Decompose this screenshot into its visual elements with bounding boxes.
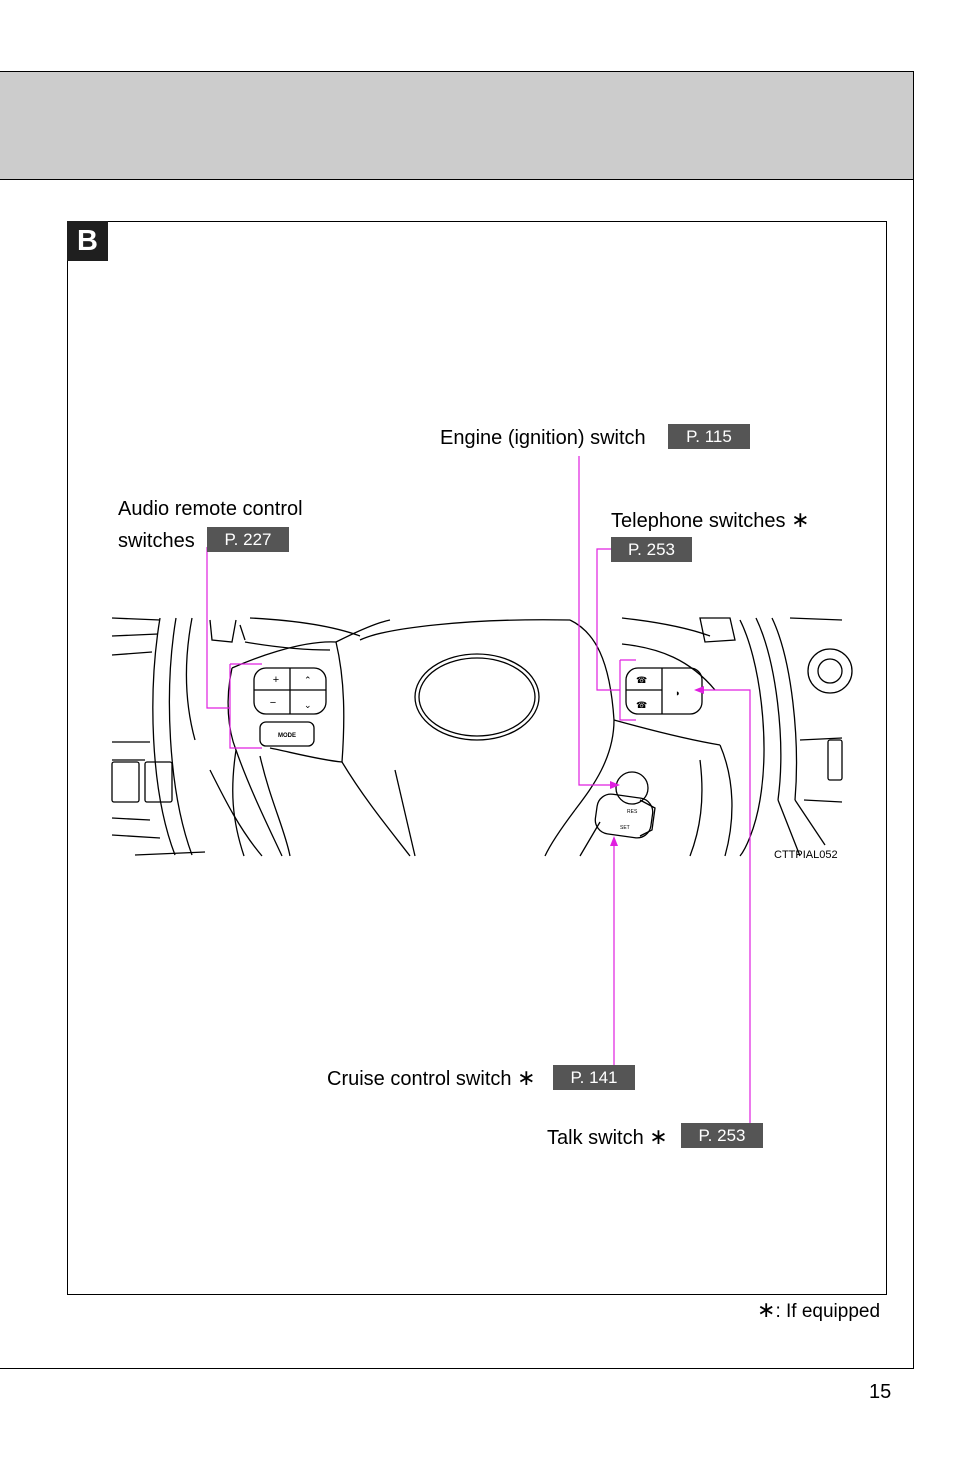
cruise-switch-label: Cruise control switch ∗ bbox=[327, 1066, 536, 1091]
telephone-if-equipped-mark: ∗ bbox=[791, 507, 810, 532]
cruise-if-equipped-mark: ∗ bbox=[517, 1065, 536, 1090]
footnote-text: : If equipped bbox=[775, 1301, 881, 1322]
telephone-switch-text: Telephone switches bbox=[611, 510, 786, 532]
section-badge: B bbox=[67, 221, 108, 261]
page-frame-right bbox=[913, 180, 914, 1369]
footnote-star: ∗ bbox=[757, 1297, 776, 1322]
talk-switch-page-ref[interactable]: P. 253 bbox=[681, 1123, 763, 1148]
engine-switch-page-ref[interactable]: P. 115 bbox=[668, 424, 750, 449]
telephone-switch-label: Telephone switches ∗ bbox=[611, 508, 810, 533]
diagram-code: CTTPIAL052 bbox=[774, 849, 838, 861]
illustration-box bbox=[67, 221, 887, 1295]
talk-switch-text: Talk switch bbox=[547, 1127, 644, 1149]
audio-switch-page-ref[interactable]: P. 227 bbox=[207, 527, 289, 552]
if-equipped-footnote: ∗: If equipped bbox=[757, 1297, 880, 1323]
talk-switch-label: Talk switch ∗ bbox=[547, 1125, 668, 1150]
engine-switch-label: Engine (ignition) switch bbox=[440, 427, 646, 449]
cruise-switch-text: Cruise control switch bbox=[327, 1068, 512, 1090]
page-number: 15 bbox=[869, 1381, 892, 1403]
chapter-header-band bbox=[0, 71, 914, 180]
page-frame-bottom bbox=[0, 1368, 914, 1369]
cruise-switch-page-ref[interactable]: P. 141 bbox=[553, 1065, 635, 1090]
talk-if-equipped-mark: ∗ bbox=[649, 1124, 668, 1149]
audio-switch-label-line2: switches bbox=[118, 530, 195, 552]
audio-switch-label-line1: Audio remote control bbox=[118, 498, 303, 520]
telephone-switch-page-ref[interactable]: P. 253 bbox=[611, 537, 692, 562]
